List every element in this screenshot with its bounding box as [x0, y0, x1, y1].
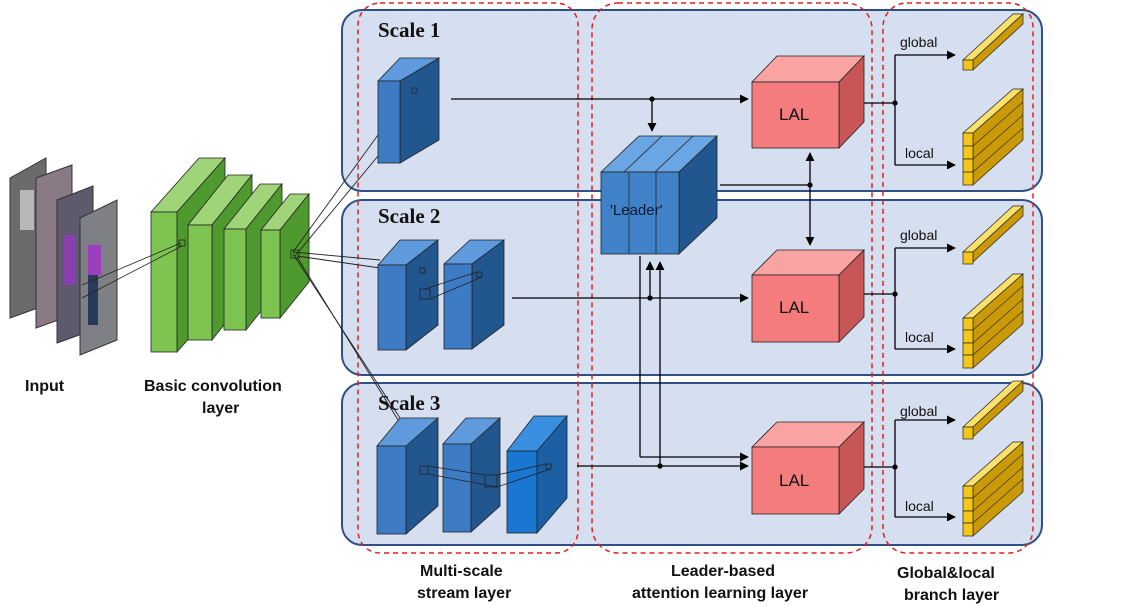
global-label-1: global: [900, 34, 937, 50]
lal-label-2: LAL: [779, 298, 809, 317]
local-feature-stack-2: [962, 273, 1024, 369]
global-feature-bar-1: [962, 13, 1024, 71]
lal-label-1: LAL: [779, 105, 809, 124]
leader-block: [599, 135, 719, 255]
local-feature-stack-1: [962, 88, 1024, 186]
scale-2-kernel-lines: [419, 267, 483, 300]
input-caption: Input: [25, 378, 65, 395]
local-label-2: local: [905, 329, 934, 345]
input-image-stack: [9, 157, 118, 356]
flow-arrows: [451, 50, 956, 522]
basic-conv-caption-line2: layer: [202, 400, 239, 417]
multiscale-caption-line1: Multi-scale: [420, 563, 503, 580]
scale-2-feature-block-2: [442, 239, 506, 350]
scale-3-title: Scale 3: [378, 391, 440, 415]
input-projection-lines: [81, 242, 183, 299]
leader-label: 'Leader': [610, 202, 663, 219]
lal-block-2: [751, 249, 865, 343]
lal-block-3: [751, 421, 865, 515]
global-label-3: global: [900, 403, 937, 419]
local-label-1: local: [905, 145, 934, 161]
branch-caption-line2: branch layer: [904, 587, 999, 604]
scale-1-feature-block: [377, 57, 440, 164]
leader-group-outline: [591, 2, 873, 554]
conv-to-scale-lines: [292, 134, 404, 429]
multiscale-group-outline: [357, 2, 579, 554]
global-label-2: global: [900, 227, 937, 243]
local-feature-stack-3: [962, 441, 1024, 537]
leader-caption-line2: attention learning layer: [632, 585, 808, 602]
scale-3-kernel-lines: [419, 463, 552, 488]
multiscale-caption-line2: stream layer: [417, 585, 511, 602]
branch-group-outline: [882, 2, 1034, 554]
leader-caption-line1: Leader-based: [671, 563, 775, 580]
branch-caption-line1: Global&local: [897, 565, 995, 582]
lal-block-1: [751, 55, 865, 149]
local-label-3: local: [905, 498, 934, 514]
global-feature-bar-2: [962, 205, 1024, 265]
scale-2-feature-block-1: [377, 239, 439, 351]
lal-label-3: LAL: [779, 471, 809, 490]
scale-3-feature-block-1: [376, 417, 439, 535]
scale-1-title: Scale 1: [378, 18, 440, 42]
global-feature-bar-3: [962, 380, 1024, 440]
basic-conv-block-4: [260, 192, 310, 320]
basic-conv-caption-line1: Basic convolution: [144, 378, 282, 395]
scale-2-title: Scale 2: [378, 204, 440, 228]
scale-3-feature-block-3: [506, 414, 568, 535]
